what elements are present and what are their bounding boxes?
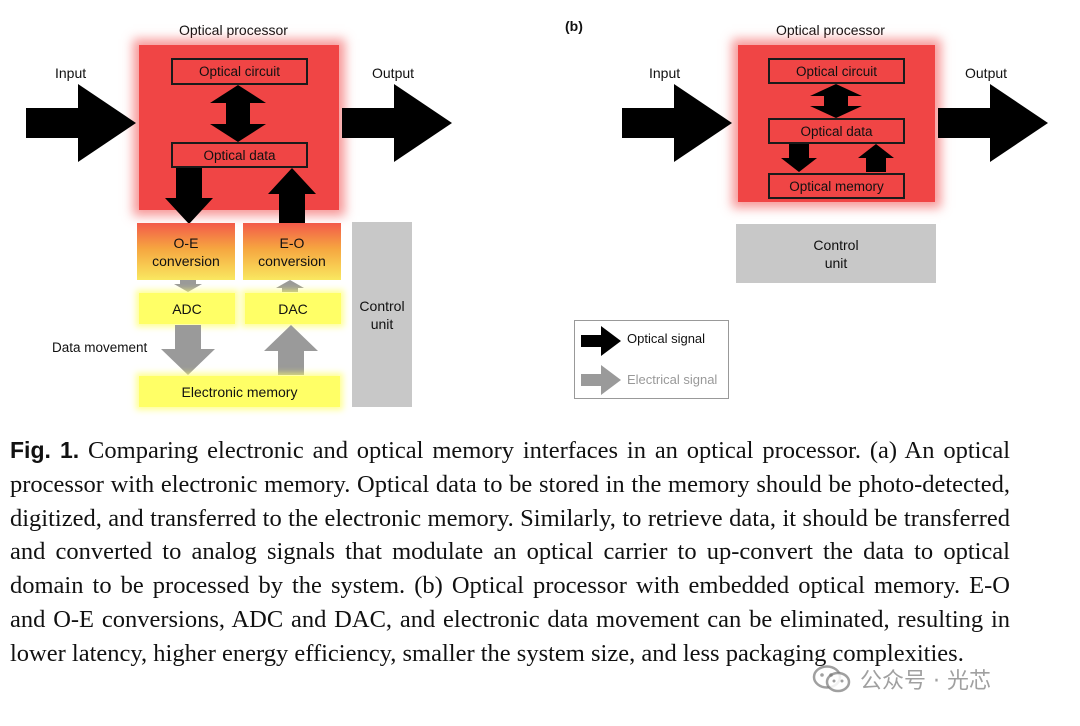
- panel-a-oe-conversion: O-E conversion: [137, 223, 235, 280]
- panel-a-dac: DAC: [245, 293, 341, 324]
- panel-a-electronic-memory: Electronic memory: [139, 376, 340, 407]
- panel-a-control-unit: Control unit: [352, 222, 412, 407]
- wechat-icon: [812, 664, 852, 694]
- panel-a-optical-circuit: Optical circuit: [171, 58, 308, 85]
- panel-b-control-line2: unit: [824, 254, 848, 271]
- panel-a-adc: ADC: [139, 293, 235, 324]
- panel-a-title: Optical processor: [179, 22, 288, 38]
- caption-text: Comparing electronic and optical memory …: [10, 437, 1010, 667]
- legend-electrical-label: Electrical signal: [627, 372, 718, 387]
- oe-line1: O-E: [173, 234, 199, 251]
- watermark-text: 公众号 · 光芯: [860, 669, 991, 694]
- panel-b-optical-data: Optical data: [768, 118, 905, 144]
- caption-fig-label: Fig. 1.: [10, 437, 80, 463]
- panel-b-bidirectional-optical-arrow: [810, 84, 862, 118]
- panel-a-down-optical-arrow: [165, 168, 213, 224]
- panel-a-data-movement-label: Data movement: [52, 340, 148, 355]
- panel-b-input-arrow: [622, 84, 732, 162]
- panel-b-control-unit: Control unit: [736, 224, 936, 283]
- panel-b-title: Optical processor: [776, 22, 885, 38]
- panel-a-up-electrical-arrow: [264, 325, 318, 375]
- figure-caption: Fig. 1. Comparing electronic and optical…: [10, 434, 1010, 671]
- panel-b-output-label: Output: [965, 65, 1008, 81]
- panel-a-down-electrical-arrow: [161, 325, 215, 375]
- eo-line1: E-O: [279, 234, 305, 251]
- legend-optical-arrow-icon: [581, 326, 621, 356]
- panel-a-optical-data: Optical data: [171, 142, 308, 168]
- panel-a-input-arrow: [26, 84, 136, 162]
- panel-b-input-label: Input: [649, 65, 681, 81]
- eo-line2: conversion: [258, 252, 326, 269]
- panel-b-optical-memory: Optical memory: [768, 173, 905, 199]
- legend-optical-label: Optical signal: [627, 331, 706, 346]
- panel-b-tag: (b): [565, 18, 583, 34]
- legend-electrical-arrow-icon: [581, 365, 621, 395]
- panel-a-output-label: Output: [372, 65, 415, 81]
- panel-a-bidirectional-optical-arrow: [210, 85, 266, 142]
- panel-b-optical-processor-block: [738, 45, 935, 202]
- panel-b-optical-circuit: Optical circuit: [768, 58, 905, 84]
- panel-a-control-line2: unit: [370, 315, 394, 332]
- panel-b-down-optical-arrow: [781, 144, 817, 172]
- panel-a-small-down-electrical-arrow: [174, 280, 202, 292]
- panel-a-output-arrow: [342, 84, 452, 162]
- panel-a-small-up-electrical-arrow: [276, 280, 304, 292]
- panel-a-up-optical-arrow: [268, 168, 316, 224]
- panel-b-control-line1: Control: [813, 236, 859, 253]
- oe-line2: conversion: [152, 252, 220, 269]
- panel-a-input-label: Input: [55, 65, 87, 81]
- panel-a-control-line1: Control: [359, 297, 405, 314]
- panel-a-eo-conversion: E-O conversion: [243, 223, 341, 280]
- watermark: 公众号 · 光芯: [812, 663, 991, 695]
- panel-b-up-optical-arrow: [858, 144, 894, 172]
- legend: Optical signal Electrical signal: [574, 320, 729, 399]
- panel-b-output-arrow: [938, 84, 1048, 162]
